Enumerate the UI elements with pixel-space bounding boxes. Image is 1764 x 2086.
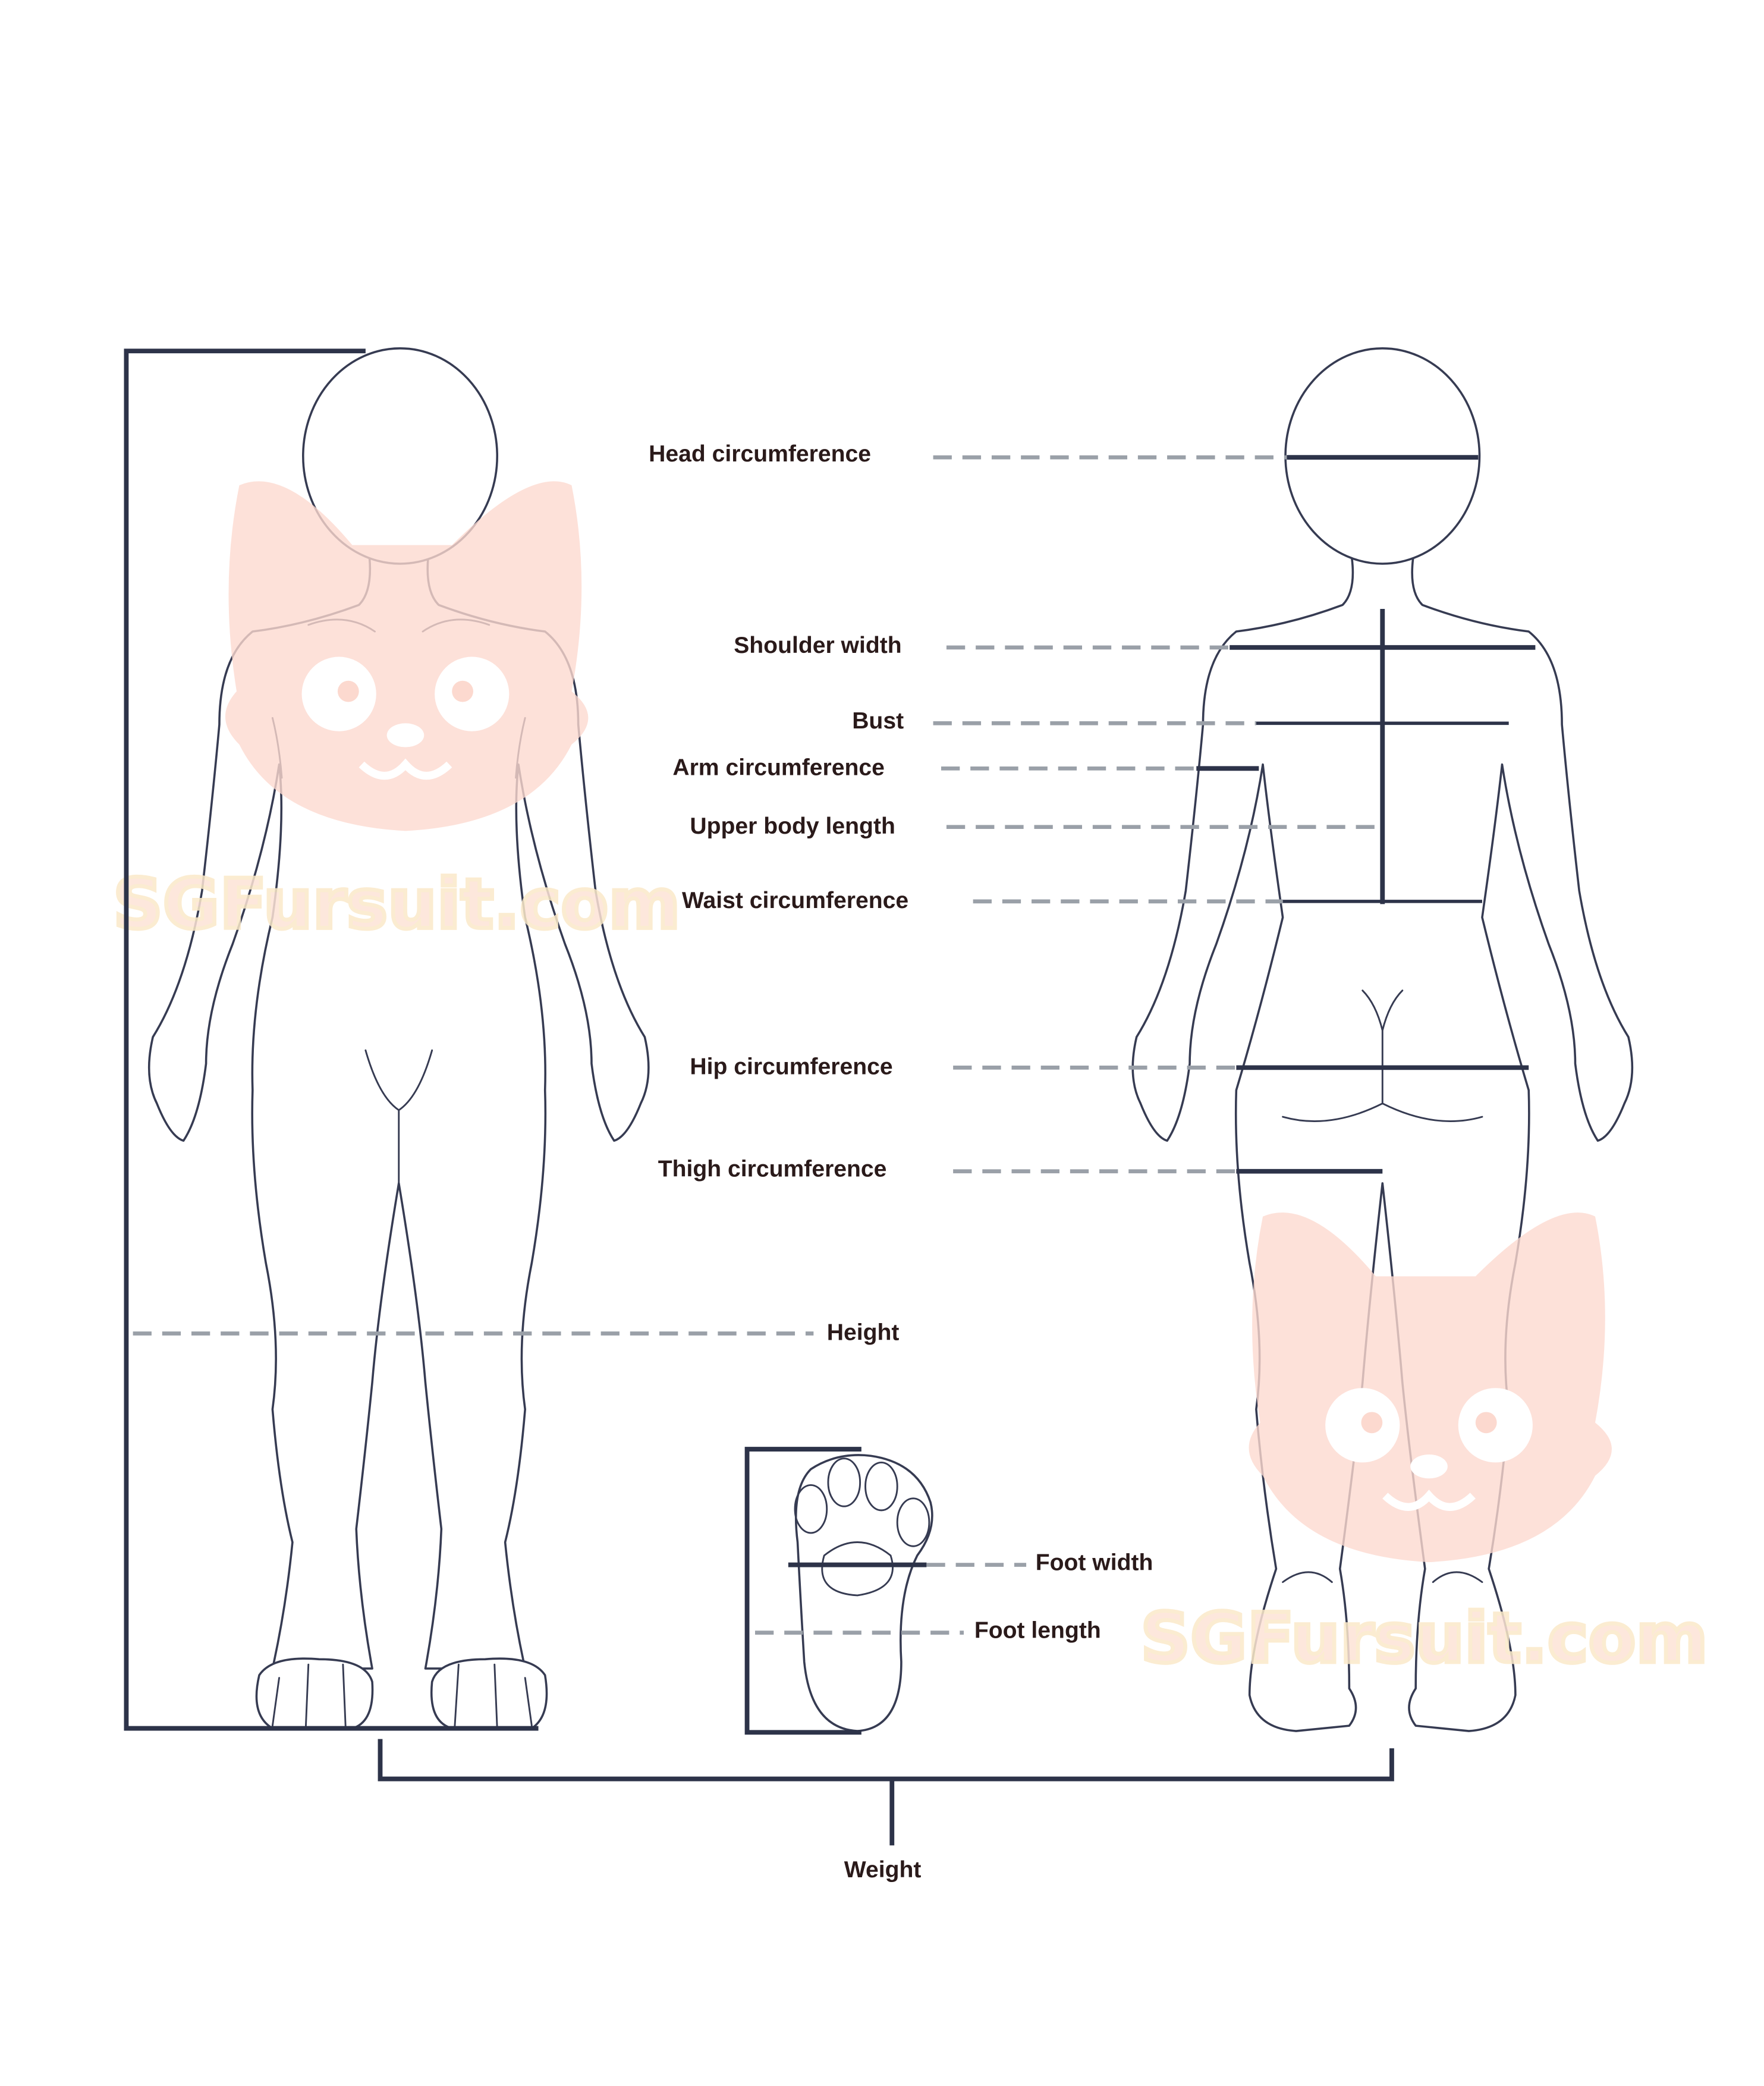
label-thigh-circumference: Thigh circumference: [658, 1157, 887, 1182]
label-weight: Weight: [844, 1857, 922, 1883]
label-foot-width: Foot width: [1036, 1550, 1153, 1576]
label-upper-body-length: Upper body length: [690, 813, 895, 839]
label-waist-circumference: Waist circumference: [682, 888, 908, 913]
weight-bracket: [378, 1739, 1394, 1846]
watermark-cat-back: [1249, 1212, 1612, 1563]
front-body-figure: [147, 347, 650, 1730]
label-head-circumference: Head circumference: [649, 441, 871, 467]
label-bust: Bust: [852, 708, 904, 734]
watermark-text-back: SGFursuit.com: [1140, 1598, 1708, 1679]
foot-length-bracket: [744, 1447, 861, 1735]
label-hip-circumference: Hip circumference: [690, 1054, 892, 1080]
watermark-cat-front: [225, 481, 589, 831]
measurement-lines: [788, 455, 1536, 1567]
label-foot-length: Foot length: [974, 1618, 1101, 1644]
watermark-text-front: SGFursuit.com: [113, 865, 680, 945]
label-height: Height: [827, 1320, 900, 1346]
label-shoulder-width: Shoulder width: [734, 633, 901, 658]
foot-figure: [794, 1454, 933, 1732]
label-arm-circumference: Arm circumference: [672, 755, 885, 780]
height-bracket: [124, 348, 539, 1731]
leader-lines: [133, 455, 1383, 1635]
